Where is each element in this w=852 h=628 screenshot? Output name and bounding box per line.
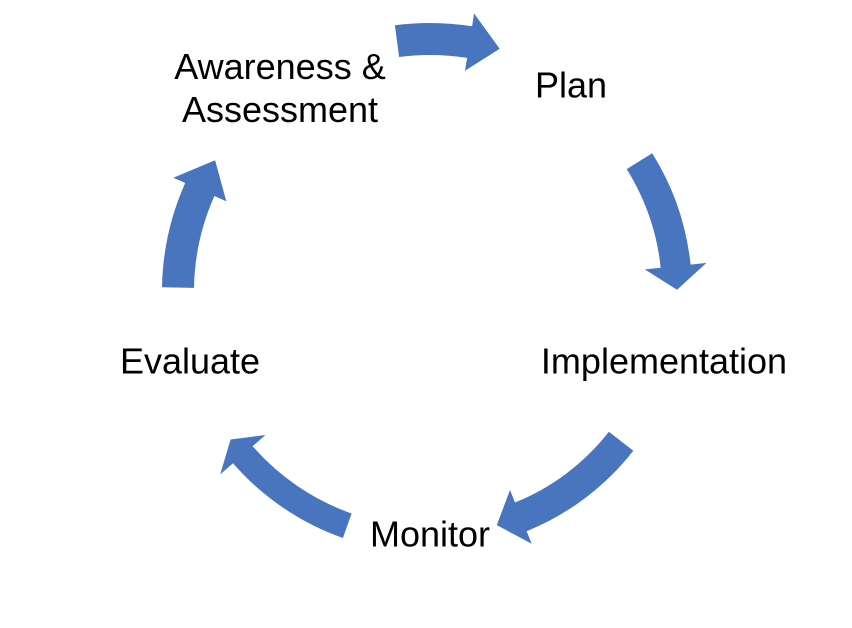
curved-arrow-plan-to-implementation-icon — [626, 153, 707, 290]
stage-label-monitor: Monitor — [369, 513, 491, 555]
stage-label-awareness-assessment: Awareness & Assessment — [174, 45, 385, 131]
curved-arrow-implementation-to-monitor-icon — [496, 431, 634, 544]
stage-label-implementation: Implementation — [540, 340, 788, 382]
stage-label-line: Awareness & — [174, 46, 386, 87]
curved-arrow-monitor-to-evaluate-icon — [220, 435, 352, 538]
curved-arrow-evaluate-to-awareness-icon — [162, 160, 227, 288]
stage-label-plan: Plan — [534, 64, 608, 106]
stage-label-evaluate: Evaluate — [119, 340, 261, 382]
stage-label-line: Assessment — [181, 89, 379, 130]
curved-arrow-awareness-to-plan-icon — [394, 13, 500, 71]
